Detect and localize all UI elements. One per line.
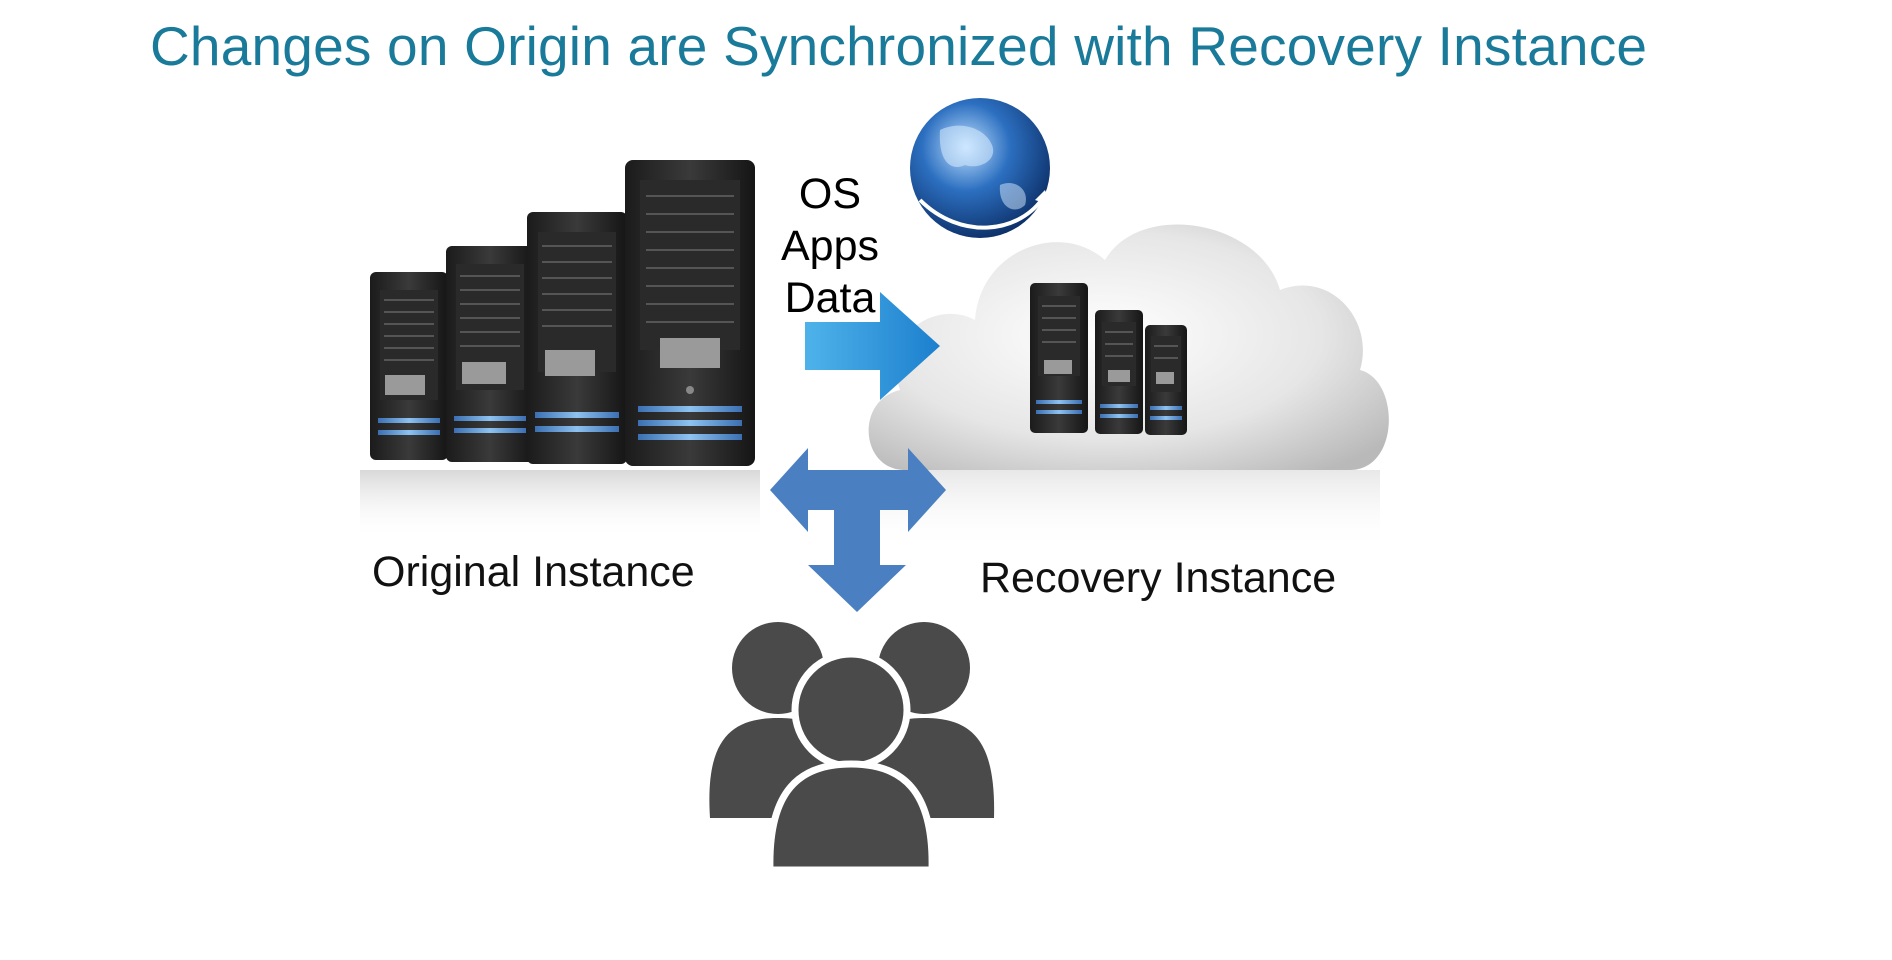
server-rack-icon — [360, 160, 760, 540]
cloud-icon — [868, 224, 1389, 550]
original-instance-label: Original Instance — [372, 548, 695, 596]
page-title: Changes on Origin are Synchronized with … — [150, 15, 1648, 77]
recovery-instance-label: Recovery Instance — [980, 554, 1337, 602]
server-rack-icon — [1030, 283, 1187, 435]
sync-item-data: Data — [784, 274, 876, 322]
sync-item-apps: Apps — [780, 222, 879, 270]
users-icon — [709, 622, 995, 874]
sync-items-list: OS Apps Data — [760, 168, 900, 324]
bidirectional-arrow-icon — [770, 448, 946, 612]
sync-item-os: OS — [798, 170, 862, 218]
globe-icon — [910, 98, 1050, 238]
sync-arrow-icon — [805, 292, 940, 400]
